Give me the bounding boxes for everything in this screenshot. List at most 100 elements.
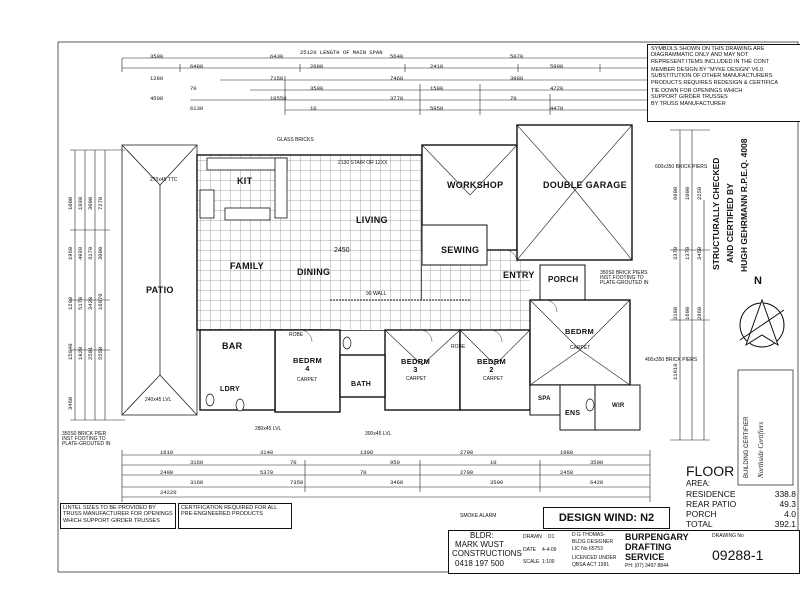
bottom-dimension: 7350 [290, 479, 304, 486]
top-dimension: 3770 [390, 95, 404, 102]
drawn-label: DRAWN [523, 534, 542, 540]
symbols-note-line: MEMBER DESIGN BY "MYKE DESIGN" V6.0 [651, 66, 763, 73]
toilets [205, 336, 595, 412]
garage-roof-hips [421, 124, 633, 261]
room-bedroom-4: BEDRM 4 [293, 356, 322, 373]
left-dimension: 1280 [67, 296, 74, 310]
room-double-garage: DOUBLE GARAGE [543, 180, 627, 190]
brick-piers-note-1: 600x350 BRICK PIERS [655, 164, 708, 170]
top-dimension: 5950 [430, 105, 444, 112]
date-value: 4-4-09 [542, 547, 557, 553]
bottom-dimension: 3140 [260, 449, 274, 456]
bedroom-wing [199, 299, 631, 413]
room-bedroom-3: BEDRM 3 [401, 357, 430, 374]
builder-phone: 0418 197 500 [455, 559, 504, 568]
floor-area-row-value: 4.0 [784, 509, 796, 519]
licence-label: LICENCED UNDER [572, 555, 617, 561]
design-wind-box: DESIGN WIND: N2 [543, 507, 670, 529]
room-spa: SPA [538, 396, 551, 402]
room-robe-2: ROBE [451, 344, 466, 350]
top-dimension: 3500 [150, 53, 164, 60]
kitchen-benches [199, 157, 288, 221]
builder-name: MARK WUST [455, 540, 504, 549]
ttc-label: 270x45 TTC [150, 177, 178, 183]
certification-note: CERTIFICATION REQUIRED FOR ALL PRE-ENGIN… [178, 503, 292, 529]
top-dimension: 70 [510, 95, 517, 102]
symbols-note-line: SUBSTITUTION OF OTHER MANUFACTURERS [651, 73, 773, 80]
floor-area-row-label: REAR PATIO [686, 499, 737, 509]
top-dimension: 5070 [510, 53, 524, 60]
bottom-dimension: 70 [290, 459, 297, 466]
title-block [448, 530, 800, 574]
designer-licence-no: LIC No 65753 [572, 546, 603, 552]
top-dimension: 3980 [510, 75, 524, 82]
firm-phone: PH: (07) 3497 8844 [625, 563, 669, 569]
building-stamp-frame [737, 369, 794, 486]
builder-label: BLDR: [470, 531, 494, 540]
floor-area-row-value: 49.3 [779, 499, 796, 509]
right-dimension: 2250 [696, 186, 703, 200]
top-dimension: 6130 [190, 105, 204, 112]
right-dimension-lines [670, 129, 710, 441]
left-dimension: 15840 [67, 343, 74, 360]
top-dimension: 5990 [550, 63, 564, 70]
top-dimension: 3500 [310, 85, 324, 92]
tiled-hall-area [330, 300, 530, 330]
right-dimension: 11910 [672, 363, 679, 380]
bottom-dimension: 2450 [560, 469, 574, 476]
lvl-label-1: 280x45 LVL [255, 426, 282, 432]
patio-roof [121, 144, 198, 416]
room-entry: ENTRY [503, 270, 535, 280]
bottom-dimension: 2790 [460, 449, 474, 456]
glass-bricks-label: GLASS BRICKS [277, 137, 314, 143]
left-dimension: 3000 [87, 196, 94, 210]
left-dimension: 3170 [87, 246, 94, 260]
room-living: LIVING [356, 215, 388, 225]
top-dimension: 4720 [550, 85, 564, 92]
carpet-label-4: CARPET [297, 377, 318, 383]
sewing-room [421, 224, 488, 266]
ensuite-block [529, 384, 641, 431]
room-porch: PORCH [548, 275, 579, 284]
carpet-label-2: CARPET [483, 376, 504, 382]
bottom-dimension: 24220 [160, 489, 177, 496]
lintel-note: LINTEL SIZES TO BE PROVIDED BY TRUSS MAN… [60, 503, 176, 529]
left-dimension: 1000 [67, 196, 74, 210]
room-family: FAMILY [230, 261, 264, 271]
left-dimension: 16870 [97, 293, 104, 310]
top-dimension: 70 [190, 85, 197, 92]
room-dining: DINING [297, 267, 331, 277]
door-swings [299, 249, 558, 343]
carpet-label-3: CARPET [406, 376, 427, 382]
top-dimension: 1500 [430, 85, 444, 92]
floor-area-row-label: PORCH [686, 509, 717, 519]
cert-line-1: STRUCTURALLY CHECKED [711, 157, 721, 270]
cert-line-2: AND CERTIFIED BY [725, 183, 735, 263]
floor-area-row: REAR PATIO 49.3 [686, 499, 796, 509]
scale-value: 1:100 [542, 559, 555, 565]
drawn-value: D1 [548, 534, 555, 540]
bottom-dimension: 6420 [590, 479, 604, 486]
room-patio: PATIO [146, 285, 174, 295]
left-dimension: 1920 [77, 346, 84, 360]
north-arrow-icon [739, 298, 785, 348]
licence-act: QBSA ACT 1991 [572, 562, 610, 568]
right-dimension: 3370 [672, 246, 679, 260]
symbols-note-line: SYMBOLS SHOWN ON THIS DRAWING ARE [651, 46, 765, 52]
left-dimension: 1960 [67, 246, 74, 260]
room-bedroom-1: BEDRM [565, 327, 594, 336]
date-label: DATE [523, 547, 536, 553]
sheet-border [57, 41, 799, 573]
drawing-number: 09288-1 [712, 547, 764, 563]
firm-name-3: SERVICE [625, 552, 665, 562]
symbols-note-line: PRODUCTS REQUIRES REDESIGN & CERTIFICA [651, 79, 779, 86]
top-dimension: 4470 [550, 105, 564, 112]
room-ens: ENS [565, 410, 581, 417]
bottom-dimension: 3160 [190, 479, 204, 486]
room-kit: KIT [237, 176, 253, 186]
floor-area-row-label: RESIDENCE [686, 489, 736, 499]
main-span-label: 25120 LENGTH OF MAIN SPAN [300, 49, 383, 56]
